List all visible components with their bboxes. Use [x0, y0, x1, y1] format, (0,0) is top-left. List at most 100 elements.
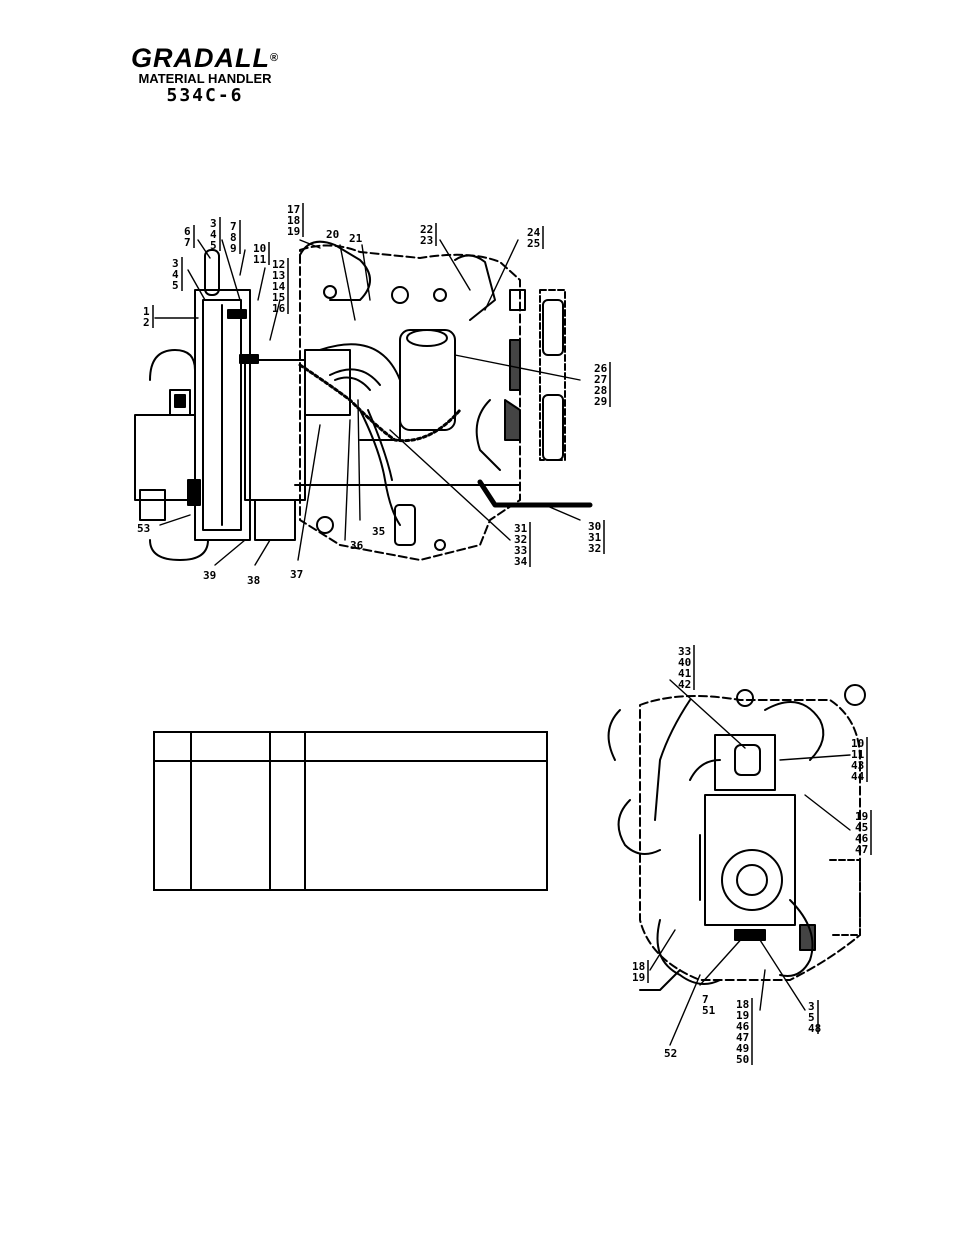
callout-d-7-51: 751	[702, 993, 716, 1017]
callout-number: 7	[230, 220, 237, 233]
callout-number: 45	[855, 821, 868, 834]
callout-number: 18	[287, 214, 300, 227]
callout-number: 10	[253, 242, 266, 255]
callout-number: 7	[702, 993, 709, 1006]
callout-number: 1	[143, 305, 150, 318]
callout-number: 41	[678, 667, 692, 680]
callout-number: 11	[253, 253, 267, 266]
callout-number: 14	[272, 280, 286, 293]
callout-number: 52	[664, 1047, 677, 1060]
callout-number: 48	[808, 1022, 821, 1035]
callout-c-21: 21	[349, 232, 363, 245]
callout-number: 36	[350, 539, 364, 552]
callout-number: 37	[290, 568, 303, 581]
callout-number: 32	[514, 533, 527, 546]
callout-number: 4	[210, 228, 217, 241]
callout-number: 26	[594, 362, 608, 375]
callout-number: 8	[230, 231, 237, 244]
callout-number: 10	[851, 737, 864, 750]
callout-number: 35	[372, 525, 385, 538]
model-number: 534C-6	[166, 85, 244, 106]
callout-c-53: 53	[137, 522, 150, 535]
callout-number: 19	[855, 810, 868, 823]
callout-number: 13	[272, 269, 285, 282]
callout-number: 51	[702, 1004, 716, 1017]
callout-number: 15	[272, 291, 285, 304]
callout-number: 9	[230, 242, 237, 255]
callout-c-3-4-5-b: 345	[210, 217, 221, 252]
callout-number: 7	[184, 236, 191, 249]
callout-number: 34	[514, 555, 528, 568]
callout-number: 44	[851, 770, 865, 783]
callout-number: 17	[287, 203, 300, 216]
callout-number: 20	[326, 228, 339, 241]
callout-number: 6	[184, 225, 191, 238]
callout-number: 24	[527, 226, 541, 239]
callout-d-52: 52	[664, 1047, 677, 1060]
callout-number: 19	[287, 225, 300, 238]
callout-c-37: 37	[290, 568, 303, 581]
callout-number: 12	[272, 258, 285, 271]
callout-number: 33	[514, 544, 527, 557]
callout-c-20: 20	[326, 228, 339, 241]
callout-number: 21	[349, 232, 363, 245]
callout-number: 18	[632, 960, 645, 973]
callout-number: 29	[594, 395, 607, 408]
callout-c-6-7: 67	[184, 225, 195, 249]
callout-number: 47	[855, 843, 868, 856]
brand-name: GRADALL®	[130, 43, 280, 73]
table-column	[304, 733, 306, 889]
table-column	[269, 733, 271, 889]
callout-number: 39	[203, 569, 216, 582]
callout-number: 18	[736, 998, 749, 1011]
callout-number: 3	[808, 1000, 815, 1013]
callout-number: 5	[172, 279, 179, 292]
parts-list-table	[153, 731, 548, 891]
callout-number: 23	[420, 234, 433, 247]
callout-number: 30	[588, 520, 601, 533]
callout-number: 46	[736, 1020, 750, 1033]
callout-number: 3	[172, 257, 179, 270]
callout-c-38: 38	[247, 574, 260, 587]
engine-front-view	[607, 684, 866, 991]
callout-number: 43	[851, 759, 864, 772]
callout-number: 19	[632, 971, 645, 984]
callout-c-35: 35	[372, 525, 385, 538]
callout-number: 33	[678, 645, 691, 658]
callout-number: 53	[137, 522, 150, 535]
callout-number: 25	[527, 237, 540, 250]
callout-number: 38	[247, 574, 260, 587]
table-column	[190, 733, 192, 889]
callout-number: 46	[855, 832, 869, 845]
callout-number: 31	[514, 522, 528, 535]
table-header-rule	[155, 760, 546, 762]
callout-number: 19	[736, 1009, 749, 1022]
callout-number: 42	[678, 678, 691, 691]
brand-subtitle: MATERIAL HANDLER	[138, 71, 272, 86]
callout-number: 16	[272, 302, 286, 315]
callout-number: 5	[808, 1011, 815, 1024]
engine-side-view	[134, 240, 593, 561]
callout-number: 27	[594, 373, 607, 386]
callout-number: 2	[143, 316, 150, 329]
callout-number: 28	[594, 384, 607, 397]
gradall-logo: GRADALL® MATERIAL HANDLER 534C-6	[110, 44, 300, 106]
callout-number: 40	[678, 656, 691, 669]
callout-number: 32	[588, 542, 601, 555]
callout-number: 3	[210, 217, 217, 230]
